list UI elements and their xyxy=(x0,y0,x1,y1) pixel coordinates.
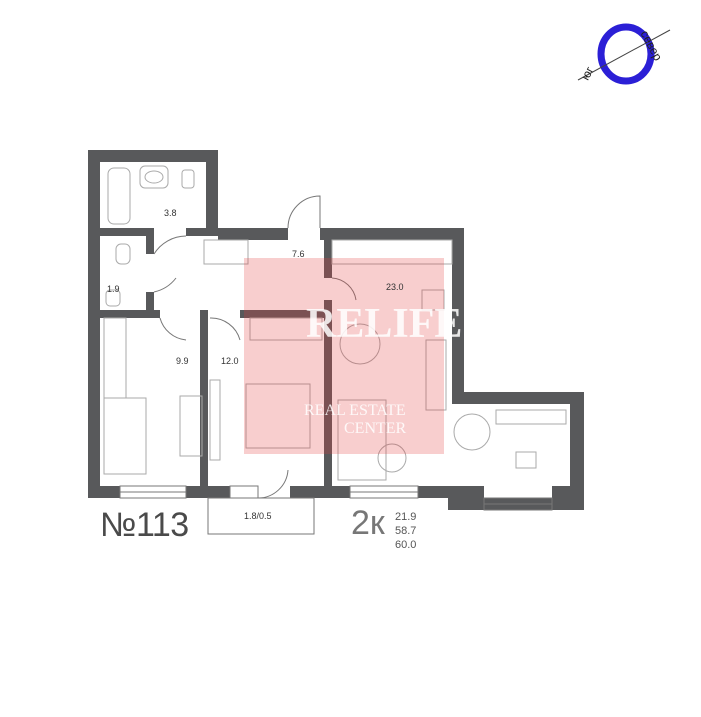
living-area: 21.9 xyxy=(395,511,417,523)
watermark-brand: RELIFE xyxy=(306,301,463,347)
watermark-line1: REAL ESTATE xyxy=(304,402,406,419)
total-area: 58.7 xyxy=(395,525,417,537)
compass-needle-icon xyxy=(577,29,671,81)
room-area-hall: 7.6 xyxy=(292,249,305,259)
room-area-kitchen-living: 23.0 xyxy=(386,282,404,292)
room-area-bathroom: 3.8 xyxy=(164,208,177,218)
apartment-number: №113 xyxy=(100,506,189,544)
room-area-balcony: 1.8/0.5 xyxy=(244,511,272,521)
watermark xyxy=(244,258,444,454)
watermark-line2: CENTER xyxy=(344,420,407,437)
compass-ring-icon xyxy=(597,23,655,85)
area-with-balcony: 60.0 xyxy=(395,539,417,551)
room-area-bedroom-left: 9.9 xyxy=(176,356,189,366)
compass xyxy=(577,23,671,85)
apartment-rooms: 2к xyxy=(351,504,385,542)
room-area-toilet: 1.9 xyxy=(107,284,120,294)
room-area-bedroom-mid: 12.0 xyxy=(221,356,239,366)
